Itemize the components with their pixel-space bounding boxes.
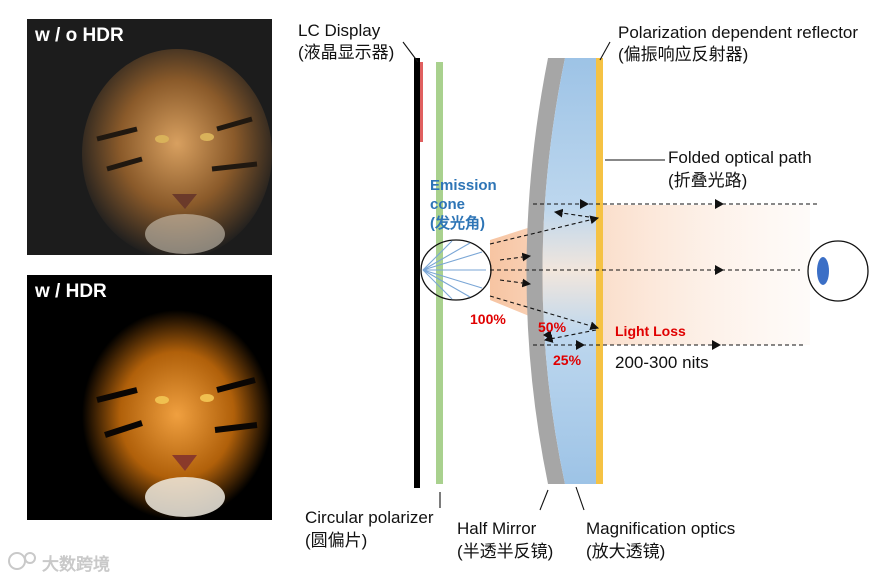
percent-25: 25% bbox=[553, 350, 581, 371]
lc-display-panel bbox=[414, 58, 420, 488]
reflector-label-cn: (偏振响应反射器) bbox=[618, 44, 748, 65]
circular-polarizer bbox=[436, 62, 443, 484]
watermark-logo-icon bbox=[6, 550, 40, 572]
lc-display-edge bbox=[420, 62, 423, 142]
magnification-label-cn: (放大透镜) bbox=[586, 541, 665, 562]
half-mirror-label: Half Mirror bbox=[457, 518, 536, 539]
emission-rays bbox=[423, 241, 486, 299]
half-mirror-label-cn: (半透半反镜) bbox=[457, 541, 553, 562]
folded-path-label: Folded optical path bbox=[668, 147, 812, 168]
percent-100: 100% bbox=[470, 309, 506, 330]
percent-50: 50% bbox=[538, 317, 566, 338]
reflector-label: Polarization dependent reflector bbox=[618, 22, 858, 43]
emission-cone-label-cn: (发光角) bbox=[430, 214, 485, 233]
watermark: 大数跨境 bbox=[42, 550, 110, 575]
polarization-reflector bbox=[596, 58, 603, 484]
light-loss-label: Light Loss bbox=[615, 321, 686, 342]
magnification-label: Magnification optics bbox=[586, 518, 735, 539]
lc-display-label: LC Display bbox=[298, 20, 380, 41]
circular-polarizer-label-cn: (圆偏片) bbox=[305, 530, 367, 551]
nits-label: 200-300 nits bbox=[615, 352, 709, 373]
lc-display-label-cn: (液晶显示器) bbox=[298, 42, 394, 63]
eye-pupil bbox=[817, 257, 829, 285]
folded-path-label-cn: (折叠光路) bbox=[668, 170, 747, 191]
emission-cone-label: Emission bbox=[430, 176, 497, 195]
emission-cone-label-2: cone bbox=[430, 195, 465, 214]
circular-polarizer-label: Circular polarizer bbox=[305, 507, 433, 528]
